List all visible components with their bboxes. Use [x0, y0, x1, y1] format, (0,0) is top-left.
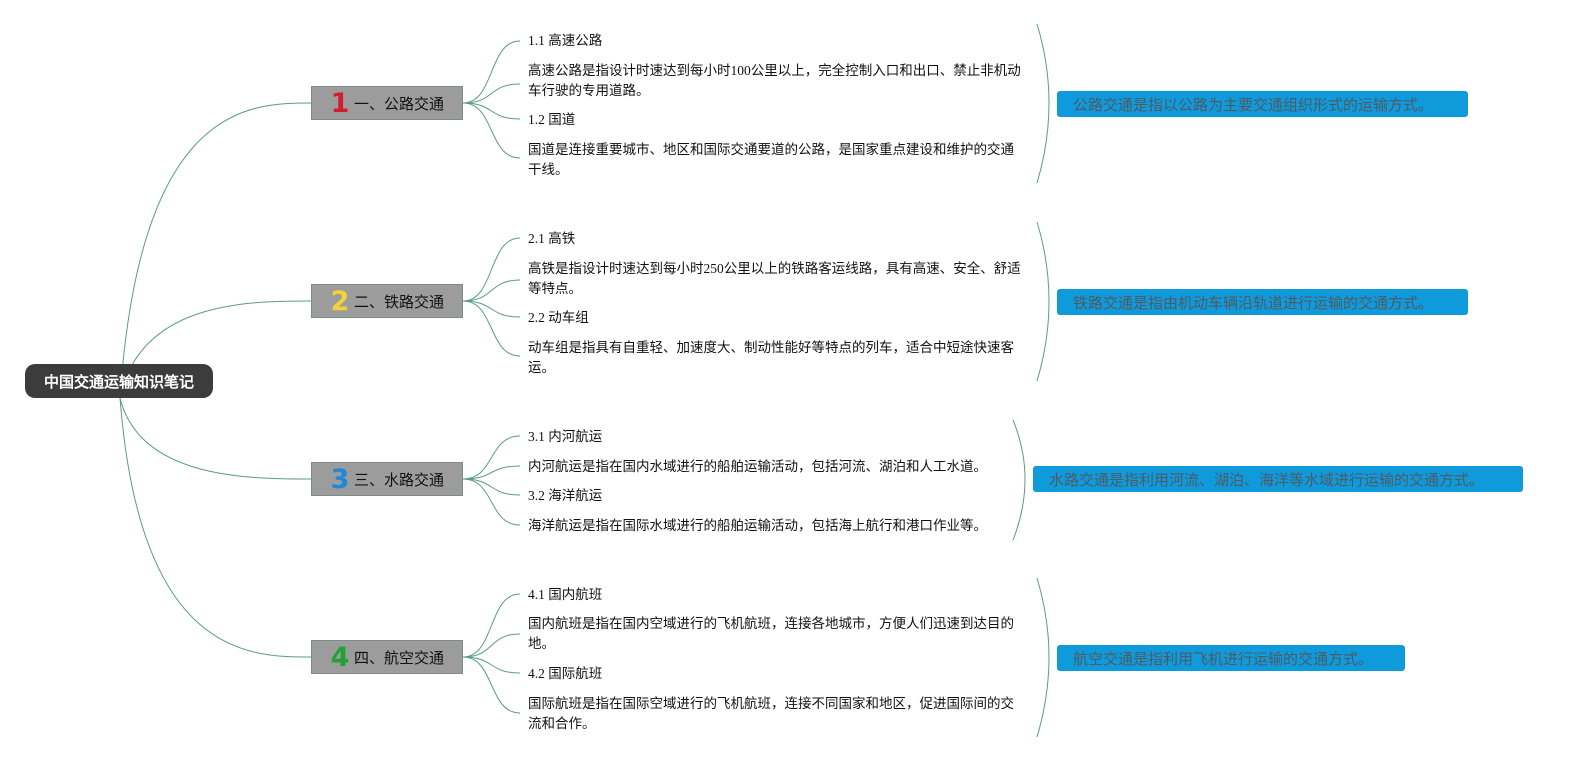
root-topic[interactable]: 中国交通运输知识笔记	[25, 364, 213, 398]
branch-leaf-connector	[462, 465, 521, 480]
summary-water-transport[interactable]: 水路交通是指利用河流、湖泊、海洋等水域进行运输的交通方式。	[1033, 466, 1523, 492]
branch-road-transport[interactable]: 1 一、公路交通	[311, 86, 463, 120]
branch-leaf-connector	[462, 633, 521, 658]
branch-leaf-connector	[462, 435, 521, 480]
leaf-description[interactable]: 内河航运是指在国内水域进行的船舶运输活动，包括河流、湖泊和人工水道。	[528, 459, 987, 474]
leaf-description[interactable]: 国际航班是指在国际空域进行的飞机航班，连接不同国家和地区，促进国际间的交流和合作…	[528, 696, 1014, 731]
branch-label: 二、铁路交通	[354, 292, 445, 311]
leaf-title[interactable]: 3.2 海洋航运	[528, 488, 603, 503]
branch-leaf-connector	[462, 300, 521, 357]
root-branch-connector	[119, 397, 312, 658]
root-branch-connector	[119, 397, 312, 480]
leaf-title[interactable]: 2.1 高铁	[528, 231, 576, 246]
number-2-icon: 2	[330, 285, 350, 317]
summary-road-transport[interactable]: 公路交通是指以公路为主要交通组织形式的运输方式。	[1057, 91, 1468, 117]
branch-label: 一、公路交通	[354, 94, 445, 113]
branch-leaf-connector	[462, 656, 521, 714]
leaf-description[interactable]: 高铁是指设计时速达到每小时250公里以上的铁路客运线路，具有高速、安全、舒适等特…	[528, 261, 1021, 296]
leaf-title[interactable]: 4.1 国内航班	[528, 587, 603, 602]
number-1-icon: 1	[330, 87, 350, 119]
leaf-title[interactable]: 2.2 动车组	[528, 310, 589, 325]
branch-label: 三、水路交通	[354, 470, 445, 489]
summary-rail-transport[interactable]: 铁路交通是指由机动车辆沿轨道进行运输的交通方式。	[1057, 289, 1468, 315]
leaf-description[interactable]: 国内航班是指在国内空域进行的飞机航班，连接各地城市，方便人们迅速到达目的地。	[528, 616, 1014, 651]
root-branch-connector	[119, 102, 312, 399]
summary-brace	[1036, 23, 1050, 184]
number-4-icon: 4	[330, 641, 350, 673]
branch-water-transport[interactable]: 3 三、水路交通	[311, 462, 463, 496]
summary-brace	[1036, 221, 1050, 382]
branch-label: 四、航空交通	[354, 648, 445, 667]
branch-leaf-connector	[462, 656, 521, 674]
branch-leaf-connector	[462, 237, 521, 302]
leaf-title[interactable]: 1.2 国道	[528, 112, 576, 127]
branch-leaf-connector	[462, 102, 521, 120]
leaf-title[interactable]: 3.1 内河航运	[528, 429, 603, 444]
branch-leaf-connector	[462, 279, 521, 302]
branch-air-transport[interactable]: 4 四、航空交通	[311, 640, 463, 674]
leaf-description[interactable]: 海洋航运是指在国际水域进行的船舶运输活动，包括海上航行和港口作业等。	[528, 518, 987, 533]
number-3-icon: 3	[330, 463, 350, 495]
summary-brace	[1012, 419, 1026, 541]
summary-brace	[1036, 577, 1050, 738]
branch-leaf-connector	[462, 593, 521, 658]
branch-leaf-connector	[462, 40, 521, 104]
leaf-description[interactable]: 动车组是指具有自重轻、加速度大、制动性能好等特点的列车，适合中短途快速客运。	[528, 340, 1014, 375]
branch-rail-transport[interactable]: 2 二、铁路交通	[311, 284, 463, 318]
branch-leaf-connector	[462, 478, 521, 526]
leaf-description[interactable]: 高速公路是指设计时速达到每小时100公里以上，完全控制入口和出口、禁止非机动车行…	[528, 63, 1021, 98]
leaf-title[interactable]: 4.2 国际航班	[528, 666, 603, 681]
branch-leaf-connector	[462, 83, 521, 104]
branch-leaf-connector	[462, 300, 521, 318]
branch-leaf-connector	[462, 102, 521, 159]
leaf-title[interactable]: 1.1 高速公路	[528, 33, 603, 48]
branch-leaf-connector	[462, 478, 521, 496]
leaf-description[interactable]: 国道是连接重要城市、地区和国际交通要道的公路，是国家重点建设和维护的交通干线。	[528, 142, 1014, 177]
summary-air-transport[interactable]: 航空交通是指利用飞机进行运输的交通方式。	[1057, 645, 1405, 671]
